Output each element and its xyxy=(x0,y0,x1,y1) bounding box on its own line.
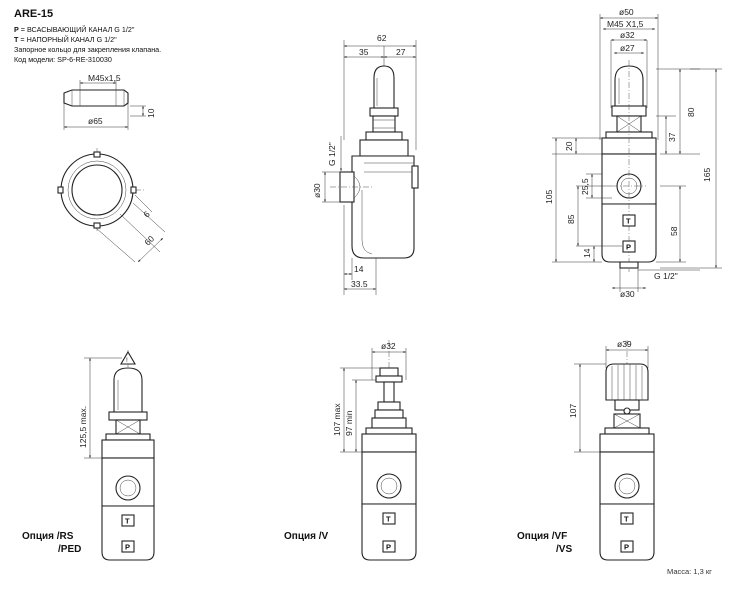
front-h165-label: 165 xyxy=(702,168,712,182)
front-stem-dia2-label: ø27 xyxy=(620,43,635,53)
valve-side-view: 62 35 27 ø30 G 1/2" 14 xyxy=(312,33,419,295)
side-port-thread-label: G 1/2" xyxy=(327,142,337,166)
v-max-label: 107 max xyxy=(332,403,342,436)
port-t-text: = НАПОРНЫЙ КАНАЛ G 1/2" xyxy=(18,35,117,44)
front-cap-dia-label: ø50 xyxy=(619,7,634,17)
rs-port-t: T xyxy=(125,517,130,526)
rs-option-label: Опция /RS xyxy=(22,531,74,542)
front-h14-label: 14 xyxy=(582,248,592,258)
front-h25-label: 25,5 xyxy=(580,178,590,195)
front-h58-label: 58 xyxy=(669,226,679,236)
v-dia-label: ø32 xyxy=(381,341,396,351)
model-code: Код модели: SP-6-RE-310030 xyxy=(14,55,112,64)
ring-side-view: M45x1,5 ø65 10 xyxy=(63,73,156,130)
svg-text:!: ! xyxy=(126,357,128,364)
port-p-text: = ВСАСЫВАЮЩИЙ КАНАЛ G 1/2" xyxy=(19,25,135,34)
ring-description: Запорное кольцо для закрепления клапана. xyxy=(14,45,161,54)
front-port-t: T xyxy=(626,217,631,226)
v-port-t: T xyxy=(386,515,391,524)
ring-slot-label: 6 xyxy=(141,209,152,220)
side-bottom-offset-label: 33.5 xyxy=(351,279,368,289)
vf-height-label: 107 xyxy=(568,404,578,418)
side-width-total-label: 62 xyxy=(377,33,387,43)
option-rs-view: ! T P 125,5 max. Опция /RS /PED xyxy=(22,350,155,561)
vf-option-label: Опция /VF xyxy=(517,531,567,542)
option-v-view: ø32 T P 107 max 97 min Опция /V xyxy=(284,340,417,561)
front-stem-dia1-label: ø32 xyxy=(620,30,635,40)
port-p-description: P = ВСАСЫВАЮЩИЙ КАНАЛ G 1/2" xyxy=(14,25,135,34)
front-port-p: P xyxy=(626,243,631,252)
rs-option-sublabel: /PED xyxy=(58,544,81,555)
v-min-label: 97 min xyxy=(344,410,354,436)
front-h105-label: 105 xyxy=(544,190,554,204)
v-port-p: P xyxy=(386,543,391,552)
rs-port-p: P xyxy=(125,543,130,552)
ring-top-view: 6 60 xyxy=(57,148,166,263)
front-h80-label: 80 xyxy=(686,107,696,117)
ring-thread-label: M45x1,5 xyxy=(88,73,121,83)
port-t-description: T = НАПОРНЫЙ КАНАЛ G 1/2" xyxy=(14,35,117,44)
rs-height-label: 125,5 max. xyxy=(78,406,88,448)
side-width-right-label: 27 xyxy=(396,47,406,57)
side-width-left-label: 35 xyxy=(359,47,369,57)
vf-port-p: P xyxy=(624,543,629,552)
front-h20-label: 20 xyxy=(564,141,574,151)
front-h37-label: 37 xyxy=(667,132,677,142)
v-option-label: Опция /V xyxy=(284,531,329,542)
vf-option-sublabel: /VS xyxy=(556,544,572,555)
ring-height-label: 10 xyxy=(146,108,156,118)
header-block: ARE-15 P = ВСАСЫВАЮЩИЙ КАНАЛ G 1/2" T = … xyxy=(14,8,161,64)
valve-front-view: ø50 M45 X1,5 ø32 ø27 T P 80 xyxy=(544,7,722,299)
ring-diameter-label: ø65 xyxy=(88,116,103,126)
option-vf-view: ø39 T P 107 Опция /VF /VS xyxy=(517,339,655,561)
vf-dia-label: ø39 xyxy=(617,339,632,349)
front-thread-label: M45 X1,5 xyxy=(607,19,644,29)
front-port-thread-label: G 1/2" xyxy=(654,271,678,281)
ring-span-label: 60 xyxy=(142,233,156,247)
vf-port-t: T xyxy=(624,515,629,524)
front-port-dia-label: ø30 xyxy=(620,289,635,299)
side-bottom-height-label: 14 xyxy=(354,264,364,274)
mass-label: Масса: 1,3 кг xyxy=(667,567,712,576)
front-h85-label: 85 xyxy=(566,214,576,224)
port-p-letter: P xyxy=(14,25,19,34)
side-port-dia-label: ø30 xyxy=(312,183,322,198)
model-title: ARE-15 xyxy=(14,8,53,20)
port-t-letter: T xyxy=(14,35,19,44)
